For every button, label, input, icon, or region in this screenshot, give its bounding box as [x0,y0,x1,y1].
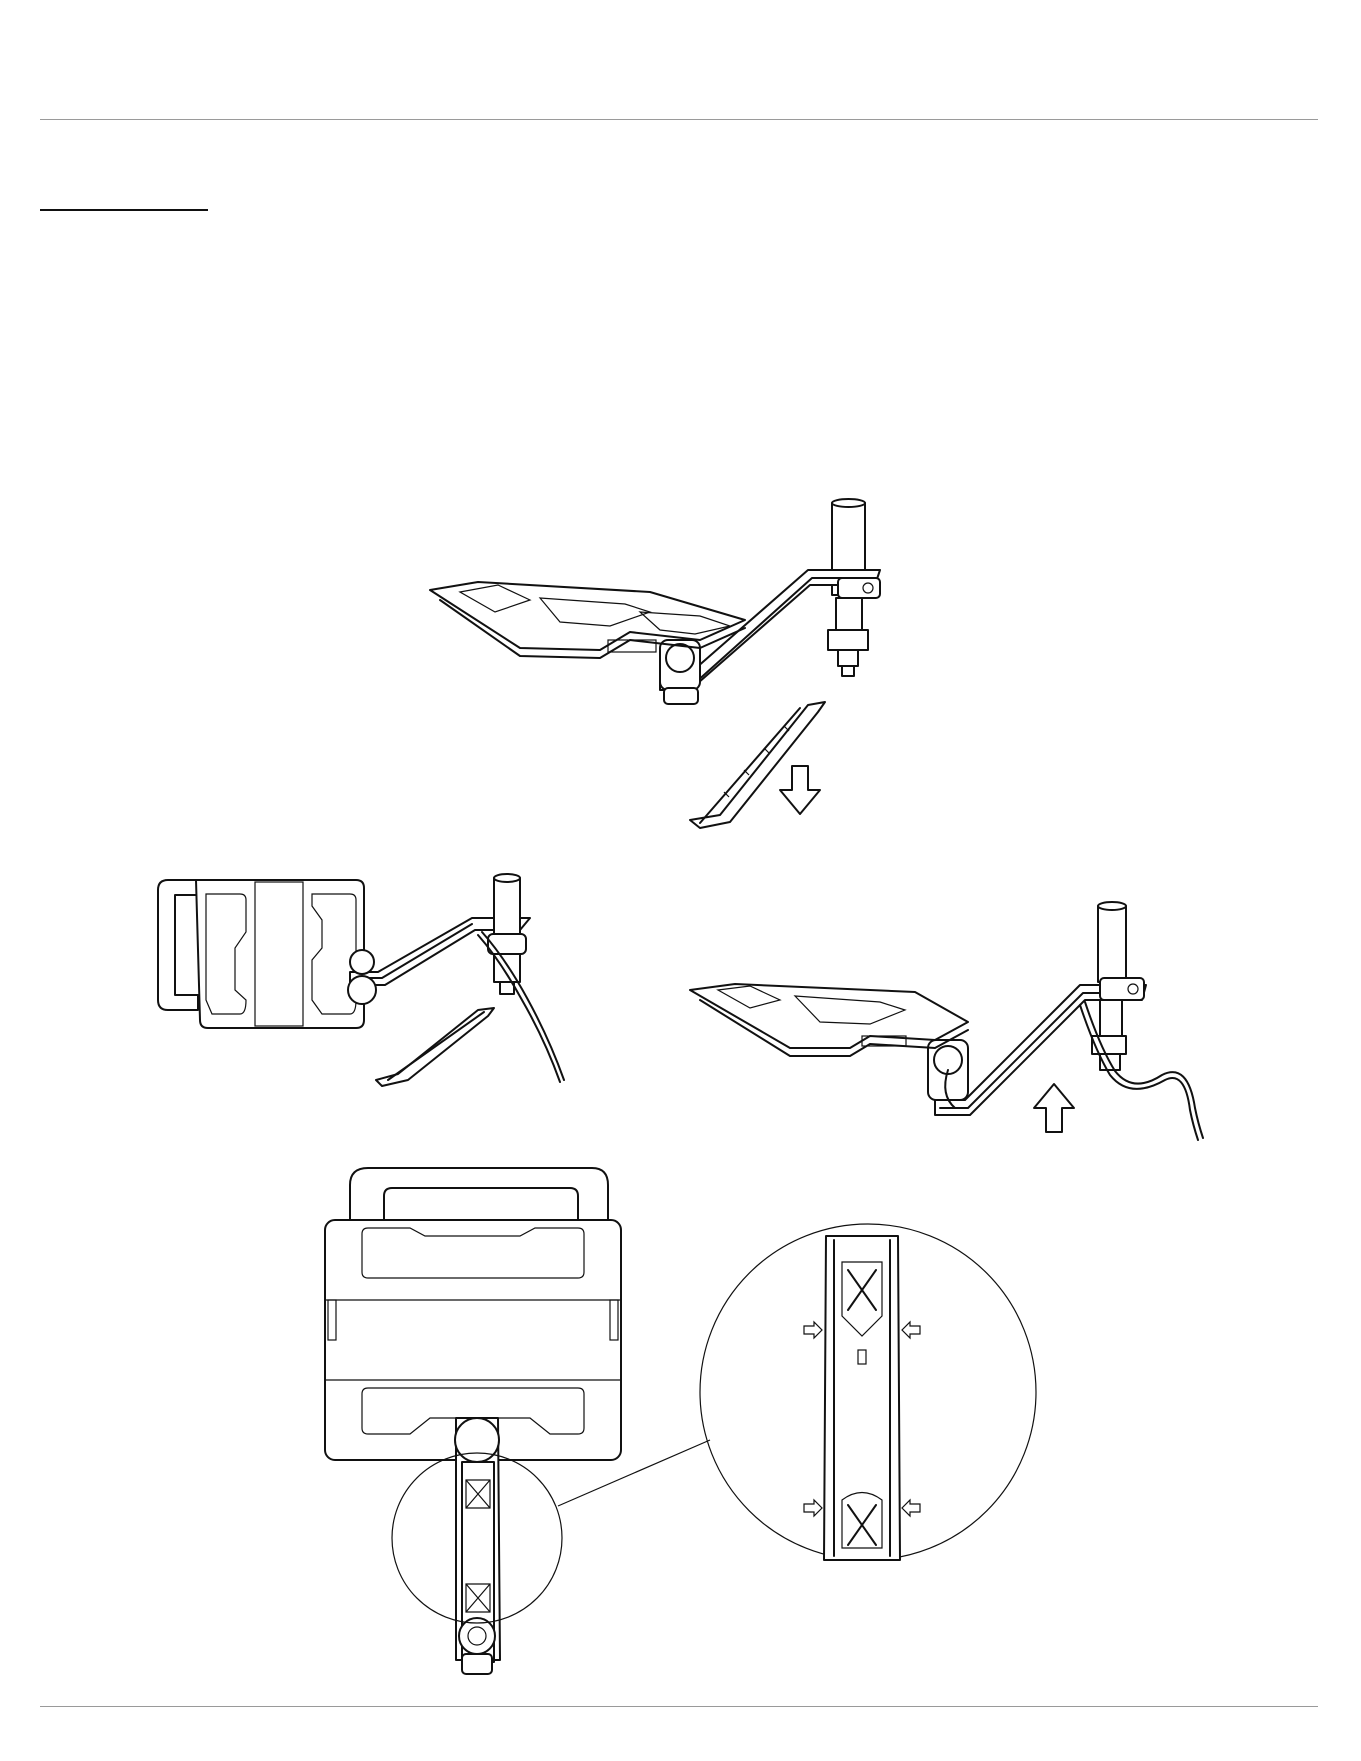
tray-handle [350,1168,608,1220]
arrow-left-icon [902,1322,920,1338]
arrow-up-icon [1034,1084,1074,1132]
pole [1098,906,1126,982]
arrow-right-icon [804,1500,822,1516]
arrow-right-icon [804,1322,822,1338]
arrow-left-icon [902,1500,920,1516]
arm-tray-cover-install-illustration [690,902,1203,1140]
arrow-down-icon [780,766,820,814]
laptop-tray-cable-routing-illustration [158,874,564,1086]
cable [1080,1005,1198,1140]
tray-body [196,880,364,1028]
top-view-cover-clip-detail-illustration [325,1168,1036,1674]
pole [494,878,520,934]
arm-tray-cover-removal-illustration [430,499,880,828]
tray-plate [690,984,968,1048]
detail-cover-clip [804,1236,920,1560]
tray-handle [158,880,198,1010]
